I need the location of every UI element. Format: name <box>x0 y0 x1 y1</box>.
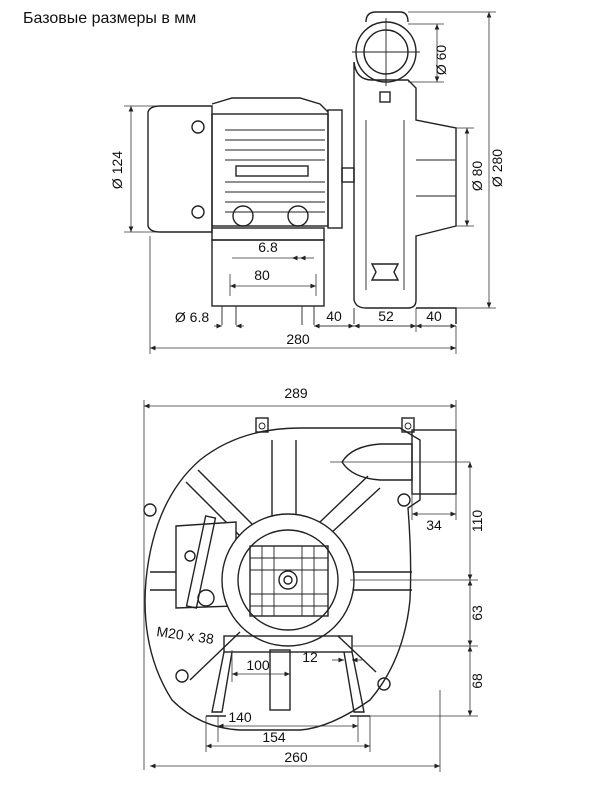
dim-154: 154 <box>262 729 286 745</box>
dim-260: 260 <box>284 749 308 765</box>
dim-12: 12 <box>302 649 318 665</box>
front-dims <box>143 400 478 772</box>
dim-d280: Ø 280 <box>489 149 505 187</box>
dim-d124: Ø 124 <box>109 151 125 189</box>
side-dims <box>124 11 496 354</box>
dim-68: 68 <box>469 673 485 689</box>
motor-body <box>147 97 355 233</box>
side-view: Ø 60 Ø 124 Ø 80 Ø 280 6.8 80 Ø 6.8 40 52… <box>109 11 505 354</box>
fan-housing-side <box>352 11 457 324</box>
dim-d60: Ø 60 <box>433 45 449 76</box>
dim-d6-8: Ø 6.8 <box>175 309 209 325</box>
base-feet <box>206 635 370 717</box>
dim-52: 52 <box>378 308 394 324</box>
dim-6-8-top: 6.8 <box>258 239 278 255</box>
dim-289: 289 <box>284 385 308 401</box>
terminal-box <box>175 515 237 609</box>
front-view: 289 34 110 63 68 M20 x 38 100 12 140 154… <box>143 385 485 772</box>
thread-label: M20 x 38 <box>156 623 215 647</box>
dim-d80: Ø 80 <box>469 161 485 192</box>
motor-face <box>221 513 355 647</box>
dim-34: 34 <box>426 517 442 533</box>
page-title: Базовые размеры в мм <box>23 10 197 27</box>
dim-40-right: 40 <box>426 308 442 324</box>
dim-40-left: 40 <box>326 308 342 324</box>
base-plate <box>211 227 325 325</box>
dim-280: 280 <box>286 331 310 347</box>
dim-100: 100 <box>246 657 270 673</box>
dim-63: 63 <box>469 605 485 621</box>
dim-80: 80 <box>254 267 270 283</box>
dim-110: 110 <box>469 510 485 533</box>
dim-140: 140 <box>228 709 252 725</box>
